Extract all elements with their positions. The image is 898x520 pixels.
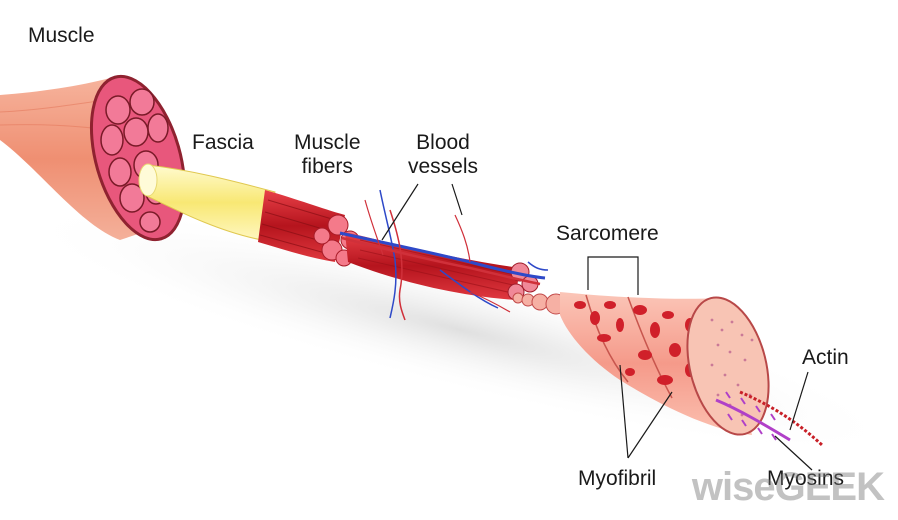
myofibril-end-face xyxy=(686,296,770,436)
muscle-belly xyxy=(0,74,187,242)
label-fascia: Fascia xyxy=(192,131,254,154)
myofibril xyxy=(560,292,770,436)
label-muscle-fibers: Muscle fibers xyxy=(294,131,361,179)
artery xyxy=(341,236,541,286)
label-muscle-fibers-line1: Muscle xyxy=(294,131,361,154)
label-myosins: Myosins xyxy=(767,467,845,490)
label-sarcomere: Sarcomere xyxy=(556,222,659,245)
watermark-logo: wiseGEEK xyxy=(691,465,885,509)
label-blood-vessels: Blood vessels xyxy=(408,131,478,179)
label-myofibril: Myofibril xyxy=(578,467,657,490)
actin-filament xyxy=(739,390,824,447)
label-actin: Actin xyxy=(802,346,849,369)
label-muscle-fibers-line2: fibers xyxy=(301,155,353,178)
sarcoplasmic-spots xyxy=(574,301,695,385)
fascicle-with-blood-vessels xyxy=(339,189,549,321)
label-blood-vessels-line2: vessels xyxy=(408,155,479,178)
label-blood-vessels-line1: Blood xyxy=(416,131,470,154)
myosin-filament xyxy=(715,391,791,442)
leader-lines xyxy=(381,183,813,471)
vein xyxy=(339,231,546,280)
label-muscle: Muscle xyxy=(28,24,95,47)
